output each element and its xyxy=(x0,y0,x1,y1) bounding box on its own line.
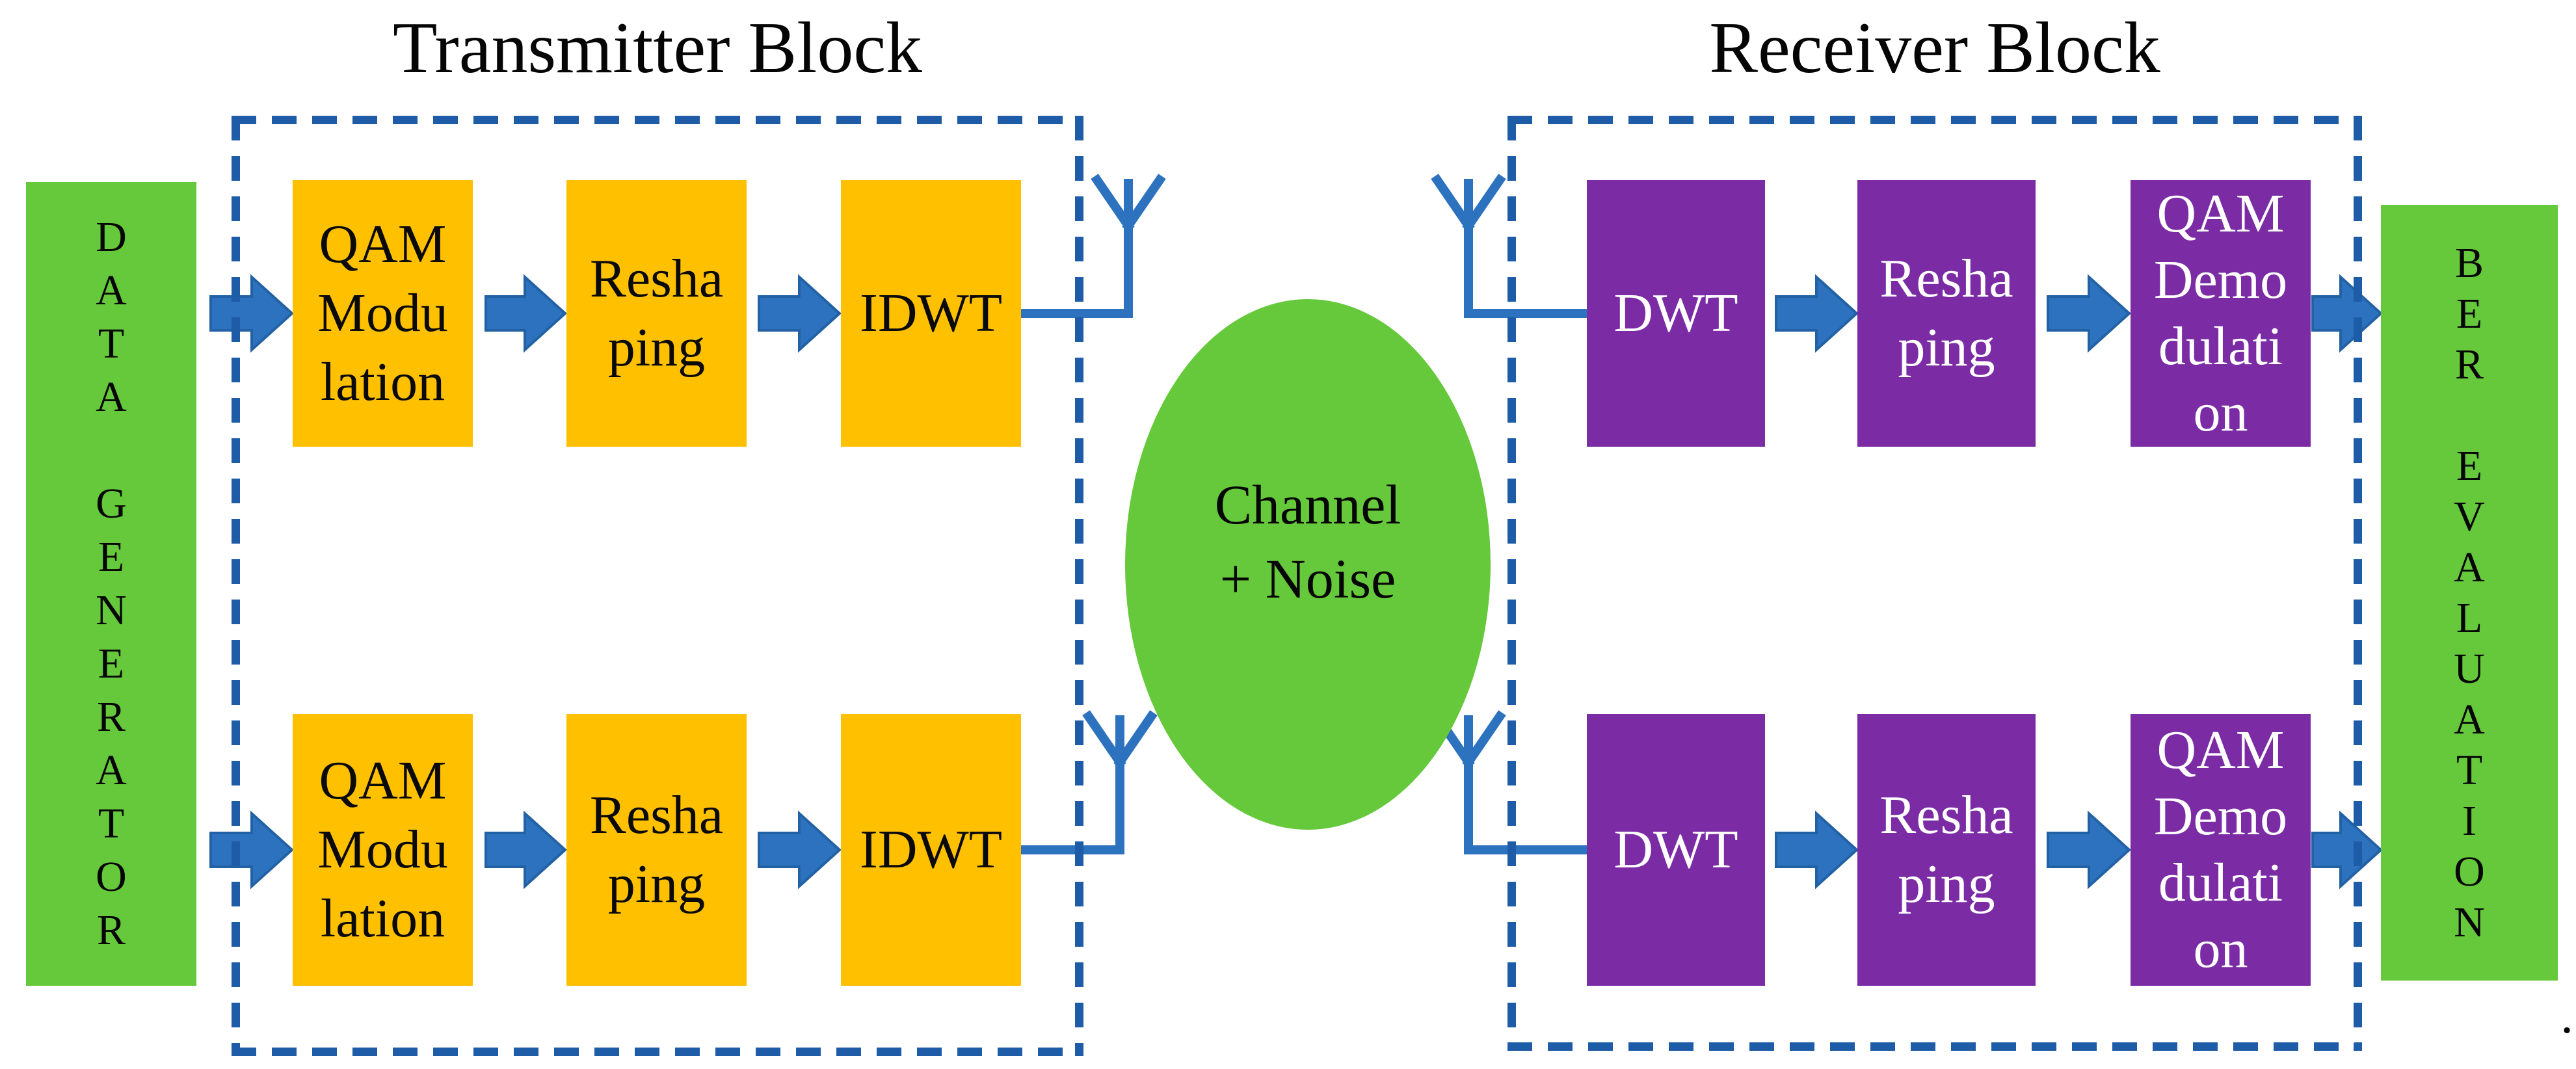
transmitter-border-left xyxy=(232,116,240,1056)
reshaping-box-tx-row2: Resha ping xyxy=(566,714,747,986)
receiver-border-left xyxy=(1507,116,1516,1051)
caption-period: . xyxy=(2560,987,2573,1044)
qam-demodulation-box-row1: QAM Demo dulati on xyxy=(2131,180,2311,447)
receiver-border-top xyxy=(1507,116,2362,124)
qam-demodulation-box-row2: QAM Demo dulati on xyxy=(2131,714,2311,986)
idwt-label: IDWT xyxy=(859,819,1003,880)
data-generator-box: D A T A G E N E R A T O R xyxy=(26,182,196,986)
qam-demodulation-label: QAM Demo dulati on xyxy=(2153,183,2288,443)
ber-evaluation-box: B E R E V A L U A T I O N xyxy=(2381,205,2558,981)
reshaping-label: Resha ping xyxy=(1879,248,2013,378)
qam-demodulation-label: QAM Demo dulati on xyxy=(2153,720,2288,979)
transmitter-block-border xyxy=(232,116,1083,1056)
dwt-label: DWT xyxy=(1613,819,1738,880)
qam-modulation-label: QAM Modu lation xyxy=(317,214,448,412)
reshaping-label: Resha ping xyxy=(589,785,724,914)
transmitter-border-right xyxy=(1075,116,1083,1056)
reshaping-label: Resha ping xyxy=(589,248,724,378)
ber-evaluation-label: B E R E V A L U A T I O N xyxy=(2454,239,2485,946)
reshaping-label: Resha ping xyxy=(1879,785,2013,914)
channel-noise-label: Channel + Noise xyxy=(1214,473,1401,610)
reshaping-box-tx-row1: Resha ping xyxy=(566,180,747,447)
dwt-label: DWT xyxy=(1613,283,1738,343)
receiver-border-right xyxy=(2354,116,2362,1051)
idwt-label: IDWT xyxy=(859,283,1003,343)
channel-noise-ellipse: Channel + Noise xyxy=(1125,299,1491,830)
dwt-box-row2: DWT xyxy=(1587,714,1765,986)
receiver-border-bottom xyxy=(1507,1042,2362,1051)
idwt-box-row1: IDWT xyxy=(841,180,1021,447)
receiver-block-border xyxy=(1507,116,2362,1051)
transmitter-border-top xyxy=(232,116,1083,124)
reshaping-box-rx-row2: Resha ping xyxy=(1857,714,2036,986)
receiver-block-title: Receiver Block xyxy=(1709,8,2160,88)
transmitter-block-title: Transmitter Block xyxy=(392,8,923,88)
reshaping-box-rx-row1: Resha ping xyxy=(1857,180,2036,447)
qam-modulation-box-row1: QAM Modu lation xyxy=(293,180,473,447)
qam-modulation-box-row2: QAM Modu lation xyxy=(293,714,473,986)
data-generator-label: D A T A G E N E R A T O R xyxy=(96,213,127,954)
dwt-box-row1: DWT xyxy=(1587,180,1765,447)
idwt-box-row2: IDWT xyxy=(841,714,1021,986)
qam-modulation-label: QAM Modu lation xyxy=(317,750,448,949)
transmitter-border-bottom xyxy=(232,1048,1083,1056)
